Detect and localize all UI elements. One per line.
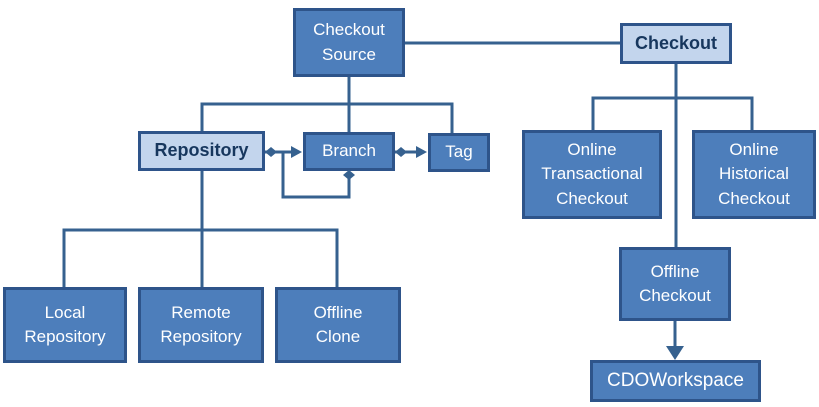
node-remote-repository-label: Remote Repository: [160, 302, 242, 346]
node-tag: Tag: [428, 133, 490, 172]
node-local-repository-label: Local Repository: [24, 302, 106, 346]
node-online-historical-checkout: Online Historical Checkout: [692, 130, 816, 219]
arrowhead-cdo-workspace: [666, 346, 684, 360]
node-checkout-source-label: Checkout Source: [313, 20, 385, 64]
arrowhead-branch: [291, 146, 302, 158]
node-offline-checkout: Offline Checkout: [619, 247, 731, 321]
node-checkout: Checkout: [620, 23, 732, 64]
arrowhead-tag: [416, 146, 427, 158]
node-cdo-workspace: CDOWorkspace: [590, 360, 761, 402]
node-branch: Branch: [303, 132, 395, 171]
node-checkout-label: Checkout: [634, 32, 717, 53]
node-online-historical-checkout-label: Online Historical Checkout: [718, 140, 790, 208]
edge-checkout-source-repository-tag-rail: [200, 102, 454, 133]
node-cdo-workspace-label: CDOWorkspace: [607, 369, 744, 391]
node-repository-label: Repository: [154, 140, 249, 161]
node-online-transactional-checkout-label: Online Transactional Checkout: [541, 140, 643, 208]
aggregation-diamond-repository: [265, 147, 277, 157]
aggregation-diamond-branch-self: [343, 170, 355, 180]
node-tag-label: Tag: [445, 142, 473, 162]
node-offline-checkout-label: Offline Checkout: [639, 261, 711, 305]
node-offline-clone-label: Offline Clone: [313, 302, 363, 346]
aggregation-diamond-branch: [395, 147, 407, 157]
node-offline-clone: Offline Clone: [275, 287, 401, 363]
node-branch-label: Branch: [322, 141, 376, 161]
node-local-repository: Local Repository: [3, 287, 127, 363]
edge-repository-children-rail: [62, 228, 339, 287]
node-repository: Repository: [138, 131, 265, 171]
edge-checkout-online-rail: [591, 96, 754, 130]
node-checkout-source: Checkout Source: [293, 8, 405, 77]
node-remote-repository: Remote Repository: [138, 287, 264, 363]
node-online-transactional-checkout: Online Transactional Checkout: [522, 130, 662, 219]
